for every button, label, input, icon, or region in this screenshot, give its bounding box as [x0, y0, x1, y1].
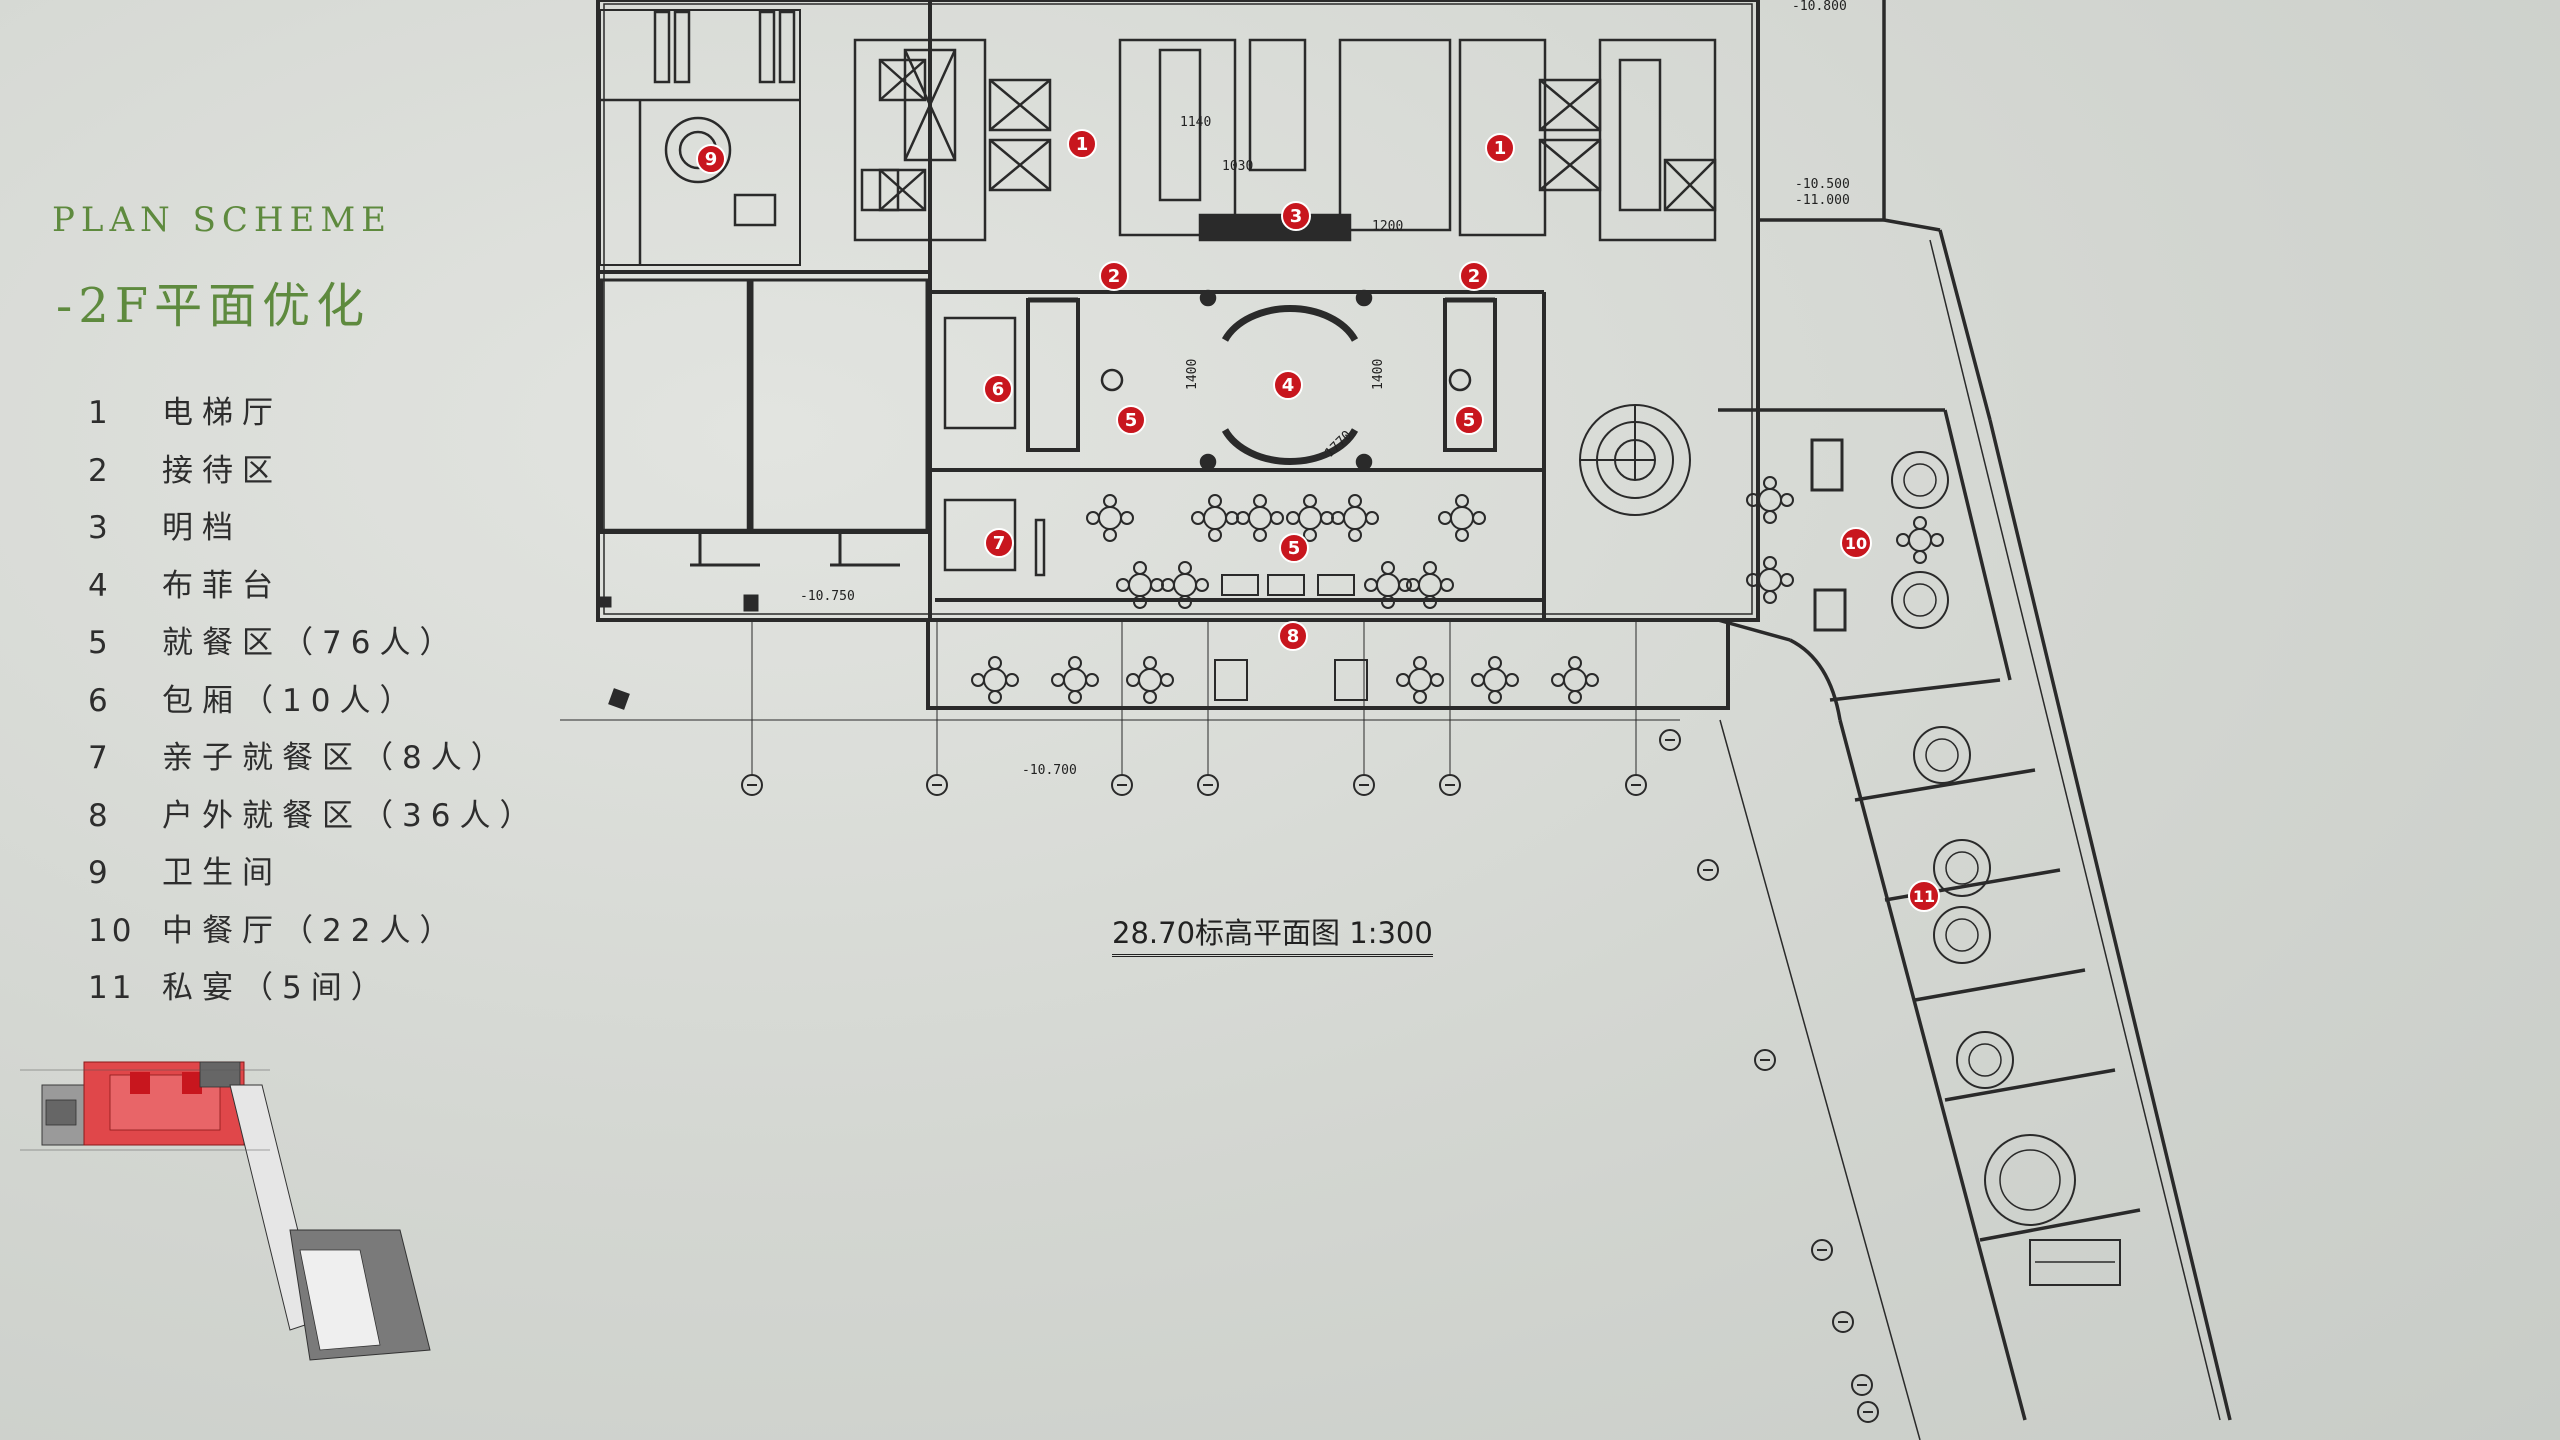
- marker-1a: 1: [1067, 129, 1097, 159]
- legend-num: 8: [88, 797, 112, 834]
- legend-item: 4 布菲台: [88, 558, 539, 616]
- dimension-labels: 1140 1030 1200 1400 1400 1770 -10.750 -1…: [800, 0, 1850, 778]
- legend-label: 私宴（5间）: [162, 970, 391, 1006]
- legend-label: 电梯厅: [162, 395, 282, 431]
- marker-4: 4: [1273, 370, 1303, 400]
- title-block: PLAN SCHEME -2F平面优化: [52, 200, 392, 336]
- plan-caption: 28.70标高平面图 1:300: [1112, 910, 1433, 957]
- legend-label: 亲子就餐区（8人）: [162, 740, 511, 776]
- legend-num: 11: [88, 970, 136, 1006]
- legend-label: 中餐厅（22人）: [162, 912, 460, 949]
- marker-9: 9: [696, 144, 726, 174]
- level-10800: -10.800: [1792, 0, 1847, 14]
- svg-text:3: 3: [1290, 206, 1303, 227]
- dim-1200: 1200: [1372, 219, 1403, 234]
- level-10750: -10.750: [800, 589, 855, 604]
- svg-text:8: 8: [1287, 626, 1300, 647]
- legend-num: 9: [88, 855, 112, 891]
- marker-5c: 5: [1279, 533, 1309, 563]
- legend-item: 7 亲子就餐区（8人）: [88, 730, 539, 788]
- svg-text:1: 1: [1494, 138, 1507, 159]
- level-11000: -11.000: [1795, 193, 1850, 208]
- marker-3: 3: [1281, 201, 1311, 231]
- svg-text:10: 10: [1845, 534, 1867, 553]
- legend-num: 3: [88, 510, 112, 546]
- svg-text:1: 1: [1076, 134, 1089, 155]
- legend-label: 布菲台: [162, 567, 282, 604]
- legend-item: 9 卫生间: [88, 845, 539, 903]
- east-wing: [1717, 0, 2232, 1440]
- outdoor-terrace: [926, 618, 1730, 710]
- legend-num: 10: [88, 912, 136, 949]
- svg-text:2: 2: [1108, 266, 1121, 287]
- marker-8: 8: [1278, 621, 1308, 651]
- dim-1400-left: 1400: [1185, 359, 1200, 390]
- legend-label: 明档: [162, 510, 242, 546]
- svg-text:7: 7: [993, 533, 1006, 554]
- marker-6: 6: [983, 374, 1013, 404]
- buffet-tables: [1086, 494, 1486, 609]
- top-core: [599, 9, 1717, 266]
- level-10500: -10.500: [1795, 177, 1850, 192]
- legend-num: 5: [88, 625, 112, 661]
- marker-2a: 2: [1099, 261, 1129, 291]
- legend-list: 1 电梯厅 2 接待区 3 明档 4 布菲台 5 就餐区（76人） 6 包厢（10人） 7 亲…: [88, 385, 539, 1018]
- legend-label: 就餐区（76人）: [162, 625, 460, 661]
- legend-item: 6 包厢（10人）: [88, 673, 539, 731]
- legend-item: 5 就餐区（76人）: [88, 615, 539, 673]
- legend-item: 10 中餐厅（22人）: [88, 903, 539, 961]
- legend-num: 4: [88, 567, 112, 604]
- east-rooms-furniture: [1746, 438, 2076, 1226]
- marker-1b: 1: [1485, 133, 1515, 163]
- west-annex: [596, 278, 929, 710]
- legend-num: 1: [88, 395, 112, 431]
- marker-2b: 2: [1459, 261, 1489, 291]
- marker-11: 11: [1908, 880, 1940, 912]
- key-plan-thumbnail: [20, 1061, 431, 1361]
- legend-label: 包厢（10人）: [162, 682, 420, 719]
- legend-label: 卫生间: [162, 855, 282, 891]
- title-chinese: -2F平面优化: [56, 278, 371, 334]
- legend-label: 接待区: [162, 452, 282, 489]
- marker-10: 10: [1840, 527, 1872, 559]
- svg-text:6: 6: [992, 379, 1005, 400]
- plan-markers: 1 1 2 2 3 4 5 5 5 6 7 8 9 10 11: [696, 129, 1940, 912]
- svg-text:9: 9: [705, 149, 718, 170]
- svg-text:5: 5: [1463, 410, 1476, 431]
- title-english: PLAN SCHEME: [52, 200, 392, 240]
- legend-item: 3 明档: [88, 500, 539, 558]
- dim-1030: 1030: [1222, 159, 1253, 174]
- grid-axes: [560, 620, 1879, 1423]
- level-10700: -10.700: [1022, 763, 1077, 778]
- legend-item: 11 私宴（5间）: [88, 960, 539, 1018]
- dim-1400-right: 1400: [1371, 359, 1386, 390]
- svg-text:5: 5: [1288, 538, 1301, 559]
- dining-hall: [935, 289, 1544, 602]
- legend-item: 8 户外就餐区（36人）: [88, 788, 539, 846]
- legend-num: 6: [88, 682, 112, 719]
- spiral-stair: [1579, 404, 1691, 516]
- svg-text:11: 11: [1913, 887, 1935, 906]
- svg-text:5: 5: [1125, 410, 1138, 431]
- svg-text:2: 2: [1468, 266, 1481, 287]
- svg-text:4: 4: [1282, 375, 1295, 396]
- legend-num: 2: [88, 452, 112, 489]
- dim-1140: 1140: [1180, 115, 1211, 130]
- legend-label: 户外就餐区（36人）: [162, 797, 540, 834]
- legend-num: 7: [88, 740, 112, 776]
- legend-item: 1 电梯厅: [88, 385, 539, 443]
- marker-5b: 5: [1454, 405, 1484, 435]
- marker-5a: 5: [1116, 405, 1146, 435]
- legend-item: 2 接待区: [88, 443, 539, 501]
- marker-7: 7: [984, 528, 1014, 558]
